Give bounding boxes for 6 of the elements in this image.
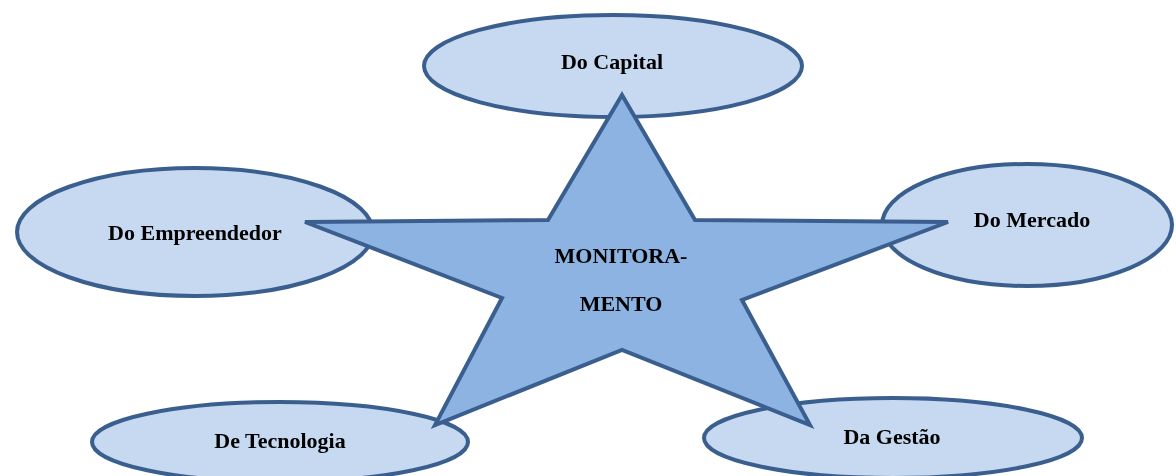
node-label: Do Mercado	[973, 206, 1091, 234]
node-label: MONITORA- MENTO	[553, 242, 689, 318]
node-label: Do Capital	[560, 48, 664, 76]
node-label: De Tecnologia	[214, 427, 346, 455]
node-label: Da Gestão	[843, 423, 941, 451]
node-label: Do Empreendedor	[108, 219, 282, 247]
